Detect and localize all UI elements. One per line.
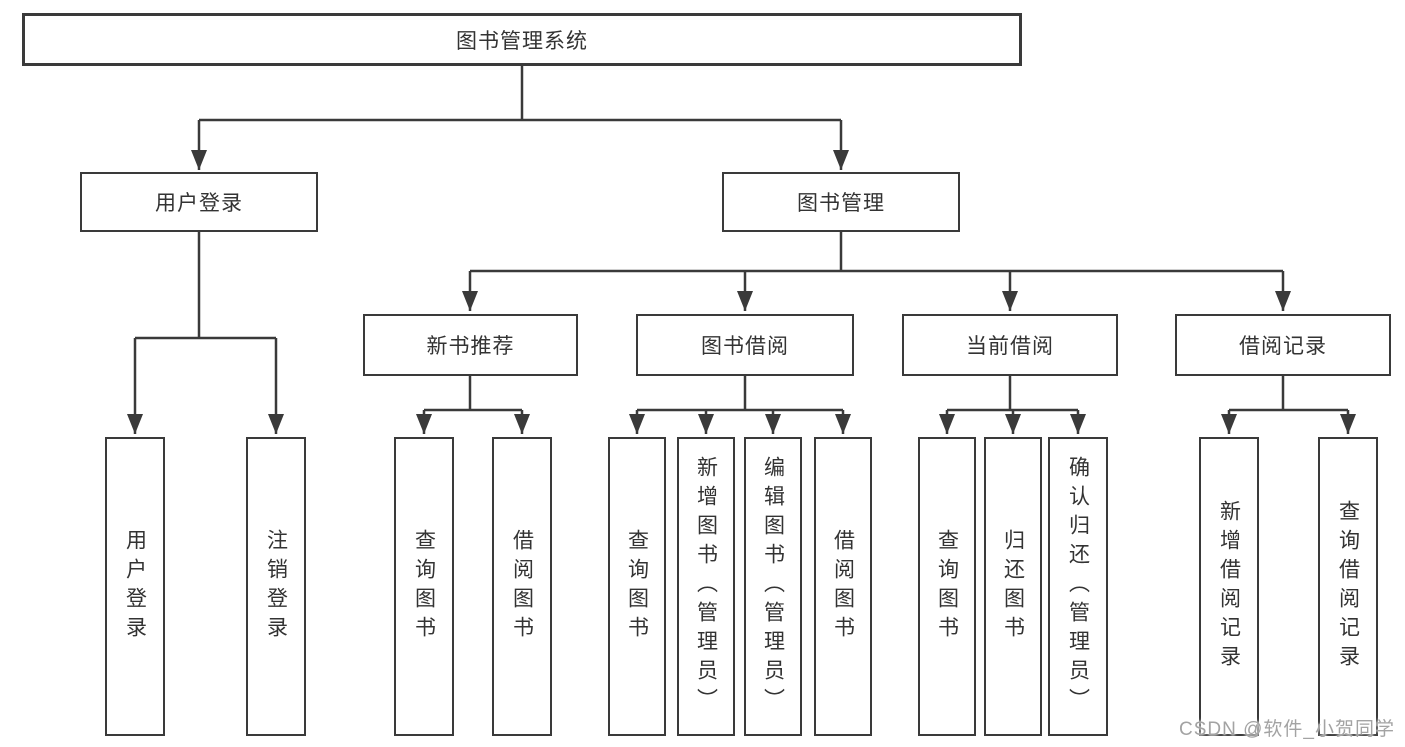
leaf-current-confirm-label: 确认归还（管理员） (1066, 456, 1090, 717)
leaf-user-login: 用户登录 (105, 437, 165, 736)
leaf-current-confirm: 确认归还（管理员） (1048, 437, 1108, 736)
node-user-login-label: 用户登录 (155, 192, 243, 215)
connector-arrows (127, 120, 1356, 434)
node-root: 图书管理系统 (22, 13, 1022, 66)
node-new-book-recommend: 新书推荐 (363, 314, 578, 376)
node-root-label: 图书管理系统 (456, 29, 588, 53)
leaf-borrow-edit-label: 编辑图书（管理员） (761, 456, 785, 717)
leaf-records-query-label: 查询借阅记录 (1336, 499, 1360, 674)
leaf-records-add-label: 新增借阅记录 (1217, 499, 1241, 674)
leaf-borrow-add-label: 新增图书（管理员） (694, 456, 718, 717)
node-current-borrow-label: 当前借阅 (966, 335, 1054, 358)
leaf-newbook-borrow: 借阅图书 (492, 437, 552, 736)
leaf-current-return: 归还图书 (984, 437, 1042, 736)
leaf-logout: 注销登录 (246, 437, 306, 736)
leaf-newbook-query: 查询图书 (394, 437, 454, 736)
leaf-newbook-query-label: 查询图书 (412, 528, 436, 645)
leaf-current-return-label: 归还图书 (1001, 528, 1025, 645)
node-book-borrow: 图书借阅 (636, 314, 854, 376)
leaf-borrow-query-label: 查询图书 (625, 528, 649, 645)
leaf-borrow-add: 新增图书（管理员） (677, 437, 735, 736)
leaf-user-login-label: 用户登录 (123, 528, 147, 645)
node-current-borrow: 当前借阅 (902, 314, 1118, 376)
node-user-login: 用户登录 (80, 172, 318, 232)
leaf-borrow-borrow: 借阅图书 (814, 437, 872, 736)
node-borrow-records-label: 借阅记录 (1239, 335, 1327, 358)
leaf-borrow-query: 查询图书 (608, 437, 666, 736)
leaf-logout-label: 注销登录 (264, 528, 288, 645)
leaf-records-query: 查询借阅记录 (1318, 437, 1378, 736)
leaf-current-query: 查询图书 (918, 437, 976, 736)
leaf-borrow-edit: 编辑图书（管理员） (744, 437, 802, 736)
node-book-management: 图书管理 (722, 172, 960, 232)
node-book-borrow-label: 图书借阅 (701, 335, 789, 358)
leaf-newbook-borrow-label: 借阅图书 (510, 528, 534, 645)
node-borrow-records: 借阅记录 (1175, 314, 1391, 376)
leaf-current-query-label: 查询图书 (935, 528, 959, 645)
node-new-book-recommend-label: 新书推荐 (426, 335, 515, 358)
leaf-records-add: 新增借阅记录 (1199, 437, 1259, 736)
node-book-management-label: 图书管理 (797, 192, 885, 215)
leaf-borrow-borrow-label: 借阅图书 (831, 528, 855, 645)
csdn-watermark: CSDN @软件_小贺同学 (1179, 719, 1395, 740)
